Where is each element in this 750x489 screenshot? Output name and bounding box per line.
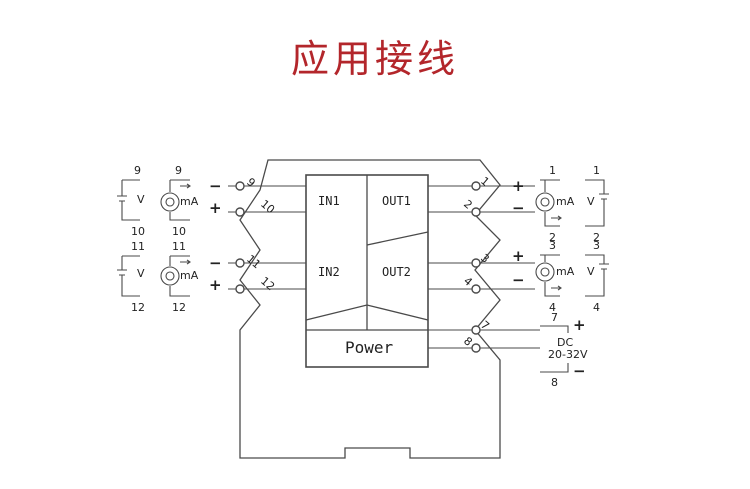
page-title: 应用接线 — [290, 37, 459, 81]
terminal-3 — [471, 258, 481, 268]
svg-text:4: 4 — [549, 301, 556, 314]
terminal-4 — [471, 284, 481, 294]
terminal-1 — [471, 181, 481, 191]
current-source-icon — [160, 266, 180, 286]
svg-text:12: 12 — [131, 301, 145, 314]
supply-dc-label: DC — [557, 336, 573, 349]
polarity-plus-in1: + — [209, 199, 222, 217]
front-panel — [305, 174, 429, 368]
wires-right — [428, 185, 540, 349]
milliamp-symbol: mA — [180, 195, 199, 208]
housing-num-9: 9 — [244, 175, 258, 189]
polarity-minus-out2: − — [512, 271, 525, 289]
panel-divider-power — [305, 304, 429, 321]
terminal-8 — [471, 343, 481, 353]
out1-current-load: 1 mA 2 — [535, 164, 575, 244]
out2-label: OUT2 — [382, 265, 411, 279]
in1-voltage-source: 9 V 10 — [117, 164, 145, 238]
milliamp-symbol: mA — [180, 269, 199, 282]
dc-power-supply: 7 + DC 20-32V − 8 — [540, 311, 588, 389]
in2-voltage-source: 11 V 12 — [117, 240, 145, 314]
svg-text:10: 10 — [131, 225, 145, 238]
svg-text:11: 11 — [172, 240, 186, 253]
current-source-icon — [160, 192, 180, 212]
out2-voltage-load: 3 V 4 — [585, 239, 609, 314]
polarity-minus-in1: − — [209, 177, 222, 195]
svg-text:1: 1 — [549, 164, 556, 177]
voltage-symbol: V — [137, 267, 145, 280]
module-housing — [239, 159, 501, 459]
current-load-icon — [535, 262, 555, 282]
polarity-plus-in2: + — [209, 276, 222, 294]
polarity-minus-out1: − — [512, 199, 525, 217]
polarity-minus-in2: − — [209, 254, 222, 272]
in2-current-source: 11 mA 12 — [160, 240, 199, 314]
polarity-plus-out2: + — [512, 247, 525, 265]
out1-voltage-load: 1 V 2 — [585, 164, 609, 244]
terminal-10 — [235, 207, 245, 217]
voltage-symbol: V — [137, 193, 145, 206]
out1-label: OUT1 — [382, 194, 411, 208]
polarity-plus-out1: + — [512, 177, 525, 195]
housing-num-12: 12 — [258, 274, 277, 293]
supply-voltage-range: 20-32V — [548, 348, 588, 361]
svg-text:12: 12 — [172, 301, 186, 314]
svg-text:7: 7 — [551, 311, 558, 324]
terminal-2 — [471, 207, 481, 217]
terminal-7 — [471, 325, 481, 335]
svg-text:2: 2 — [549, 231, 556, 244]
svg-text:3: 3 — [593, 239, 600, 252]
in1-current-source: 9 mA 10 — [160, 164, 199, 238]
terminal-12 — [235, 284, 245, 294]
in2-label: IN2 — [318, 265, 340, 279]
panel-divider-out — [366, 231, 429, 246]
current-load-icon — [535, 192, 555, 212]
svg-text:10: 10 — [172, 225, 186, 238]
in1-label: IN1 — [318, 194, 340, 208]
svg-text:4: 4 — [593, 301, 600, 314]
housing-num-10: 10 — [258, 197, 277, 216]
terminal-11 — [235, 258, 245, 268]
milliamp-symbol: mA — [556, 265, 575, 278]
voltage-symbol: V — [587, 195, 595, 208]
svg-text:3: 3 — [549, 239, 556, 252]
supply-plus: + — [573, 316, 586, 334]
svg-text:11: 11 — [131, 240, 145, 253]
out2-current-load: 3 mA 4 — [535, 239, 575, 314]
svg-text:8: 8 — [551, 376, 558, 389]
milliamp-symbol: mA — [556, 195, 575, 208]
supply-minus: − — [573, 362, 586, 380]
svg-text:2: 2 — [593, 231, 600, 244]
svg-text:9: 9 — [175, 164, 182, 177]
power-label: Power — [345, 338, 394, 357]
svg-text:9: 9 — [134, 164, 141, 177]
voltage-symbol: V — [587, 265, 595, 278]
terminal-9 — [235, 181, 245, 191]
terminals — [235, 181, 481, 353]
svg-text:1: 1 — [593, 164, 600, 177]
